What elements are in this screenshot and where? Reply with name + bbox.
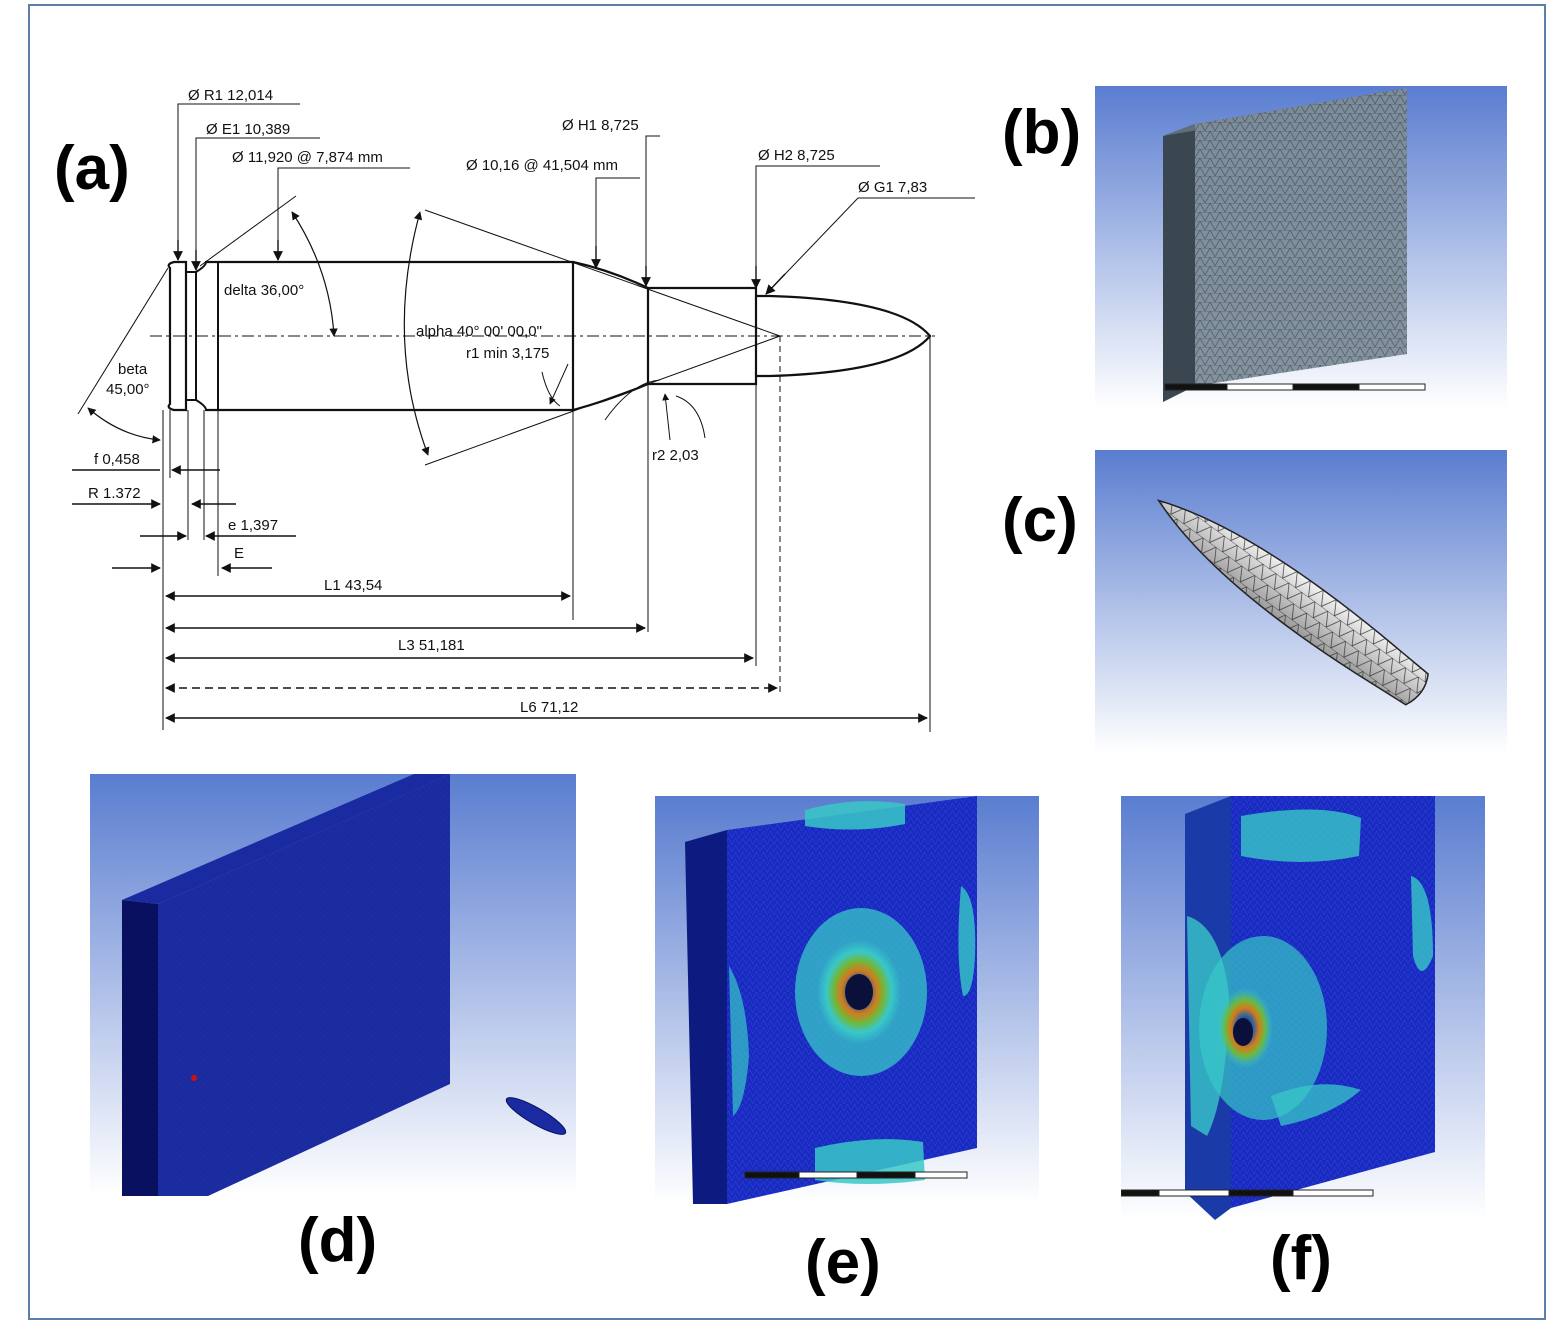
dim-delta: delta 36,00°: [224, 282, 304, 299]
dim-g1: Ø G1 7,83: [858, 179, 927, 196]
panel-label-b: (b): [1002, 98, 1082, 167]
panel-label-c: (c): [1002, 486, 1078, 555]
dim-L3: L3 51,181: [398, 637, 465, 654]
panel-label-f: (f): [1270, 1224, 1332, 1293]
dim-e: e 1,397: [228, 517, 278, 534]
dim-1016: Ø 10,16 @ 41,504 mm: [466, 157, 618, 174]
contour-top: [805, 801, 905, 830]
dim-r2: r2 2,03: [652, 447, 699, 464]
dim-r1: Ø R1 12,014: [188, 87, 273, 104]
dim-L1: L1 43,54: [324, 577, 382, 594]
target-plate-side: [122, 900, 158, 1196]
scale-bar: [1164, 383, 1426, 391]
panel-label-e: (e): [805, 1228, 881, 1297]
dim-E: E: [234, 545, 244, 562]
dim-L6: L6 71,12: [520, 699, 578, 716]
scale-bar: [1121, 1189, 1374, 1197]
panel-label-a: (a): [54, 134, 130, 203]
plate-mesh-image: [1095, 86, 1507, 408]
dim-beta-value: 45,00°: [106, 381, 150, 398]
target-plate-side: [685, 830, 727, 1204]
plate-side-face: [1163, 124, 1195, 402]
dim-beta-label: beta: [118, 361, 148, 378]
plate-front-face: [1195, 88, 1407, 386]
contour-right: [958, 886, 976, 996]
extractor-groove: [186, 271, 197, 401]
penetration-front-image: [655, 796, 1039, 1204]
contour-top: [1241, 809, 1361, 862]
penetration-angled-image: [1121, 796, 1485, 1220]
panel-label-d: (d): [298, 1206, 378, 1275]
scale-bar: [744, 1171, 968, 1179]
dim-h2: Ø H2 8,725: [758, 147, 835, 164]
target-plate-front: [158, 774, 450, 1196]
dim-e1: Ø E1 10,389: [206, 121, 290, 138]
dim-R: R 1.372: [88, 485, 141, 502]
dim-h1: Ø H1 8,725: [562, 117, 639, 134]
impact-point-marker: [191, 1075, 197, 1081]
impact-setup-image: [90, 774, 576, 1196]
cartridge-rim: [167, 260, 188, 412]
bullet-mesh-image: [1095, 450, 1507, 754]
contour-left: [729, 966, 749, 1116]
contour-right: [1411, 876, 1433, 971]
figure-frame: [28, 4, 1546, 1320]
bullet-projectile: [505, 1097, 567, 1135]
dim-r1min: r1 min 3,175: [466, 345, 549, 362]
dim-f: f 0,458: [94, 451, 140, 468]
dim-alpha: alpha 40° 00' 00,0": [416, 323, 542, 340]
dim-11920: Ø 11,920 @ 7,874 mm: [232, 149, 383, 166]
